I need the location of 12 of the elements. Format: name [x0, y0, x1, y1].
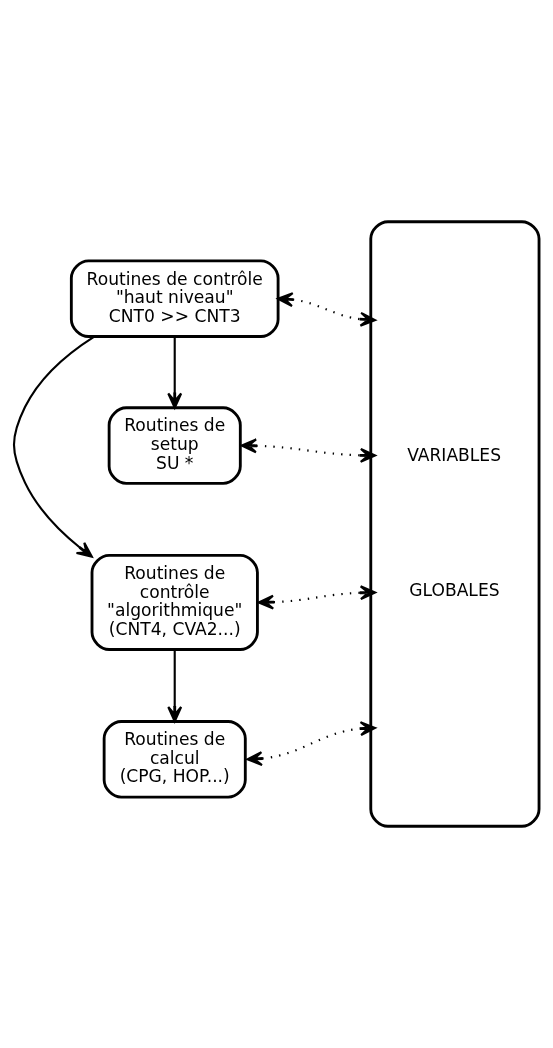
arrow: [12, 335, 95, 558]
arrow: [257, 585, 377, 610]
arrow: [240, 438, 377, 463]
node-box: Routines de contrôle "algorithmique" (CNT4, CVA2...): [90, 553, 259, 651]
node-box: Routines de setup SU *: [107, 406, 242, 485]
arrow: [277, 292, 377, 327]
node-box: VARIABLES GLOBALES: [369, 220, 541, 828]
arrow: [167, 649, 183, 723]
arrow: [246, 721, 377, 767]
node-box: Routines de contrôle "haut niveau" CNT0 >> CNT3: [69, 259, 280, 338]
arrow: [167, 336, 183, 409]
node-box: Routines de calcul (CPG, HOP...): [102, 720, 247, 799]
